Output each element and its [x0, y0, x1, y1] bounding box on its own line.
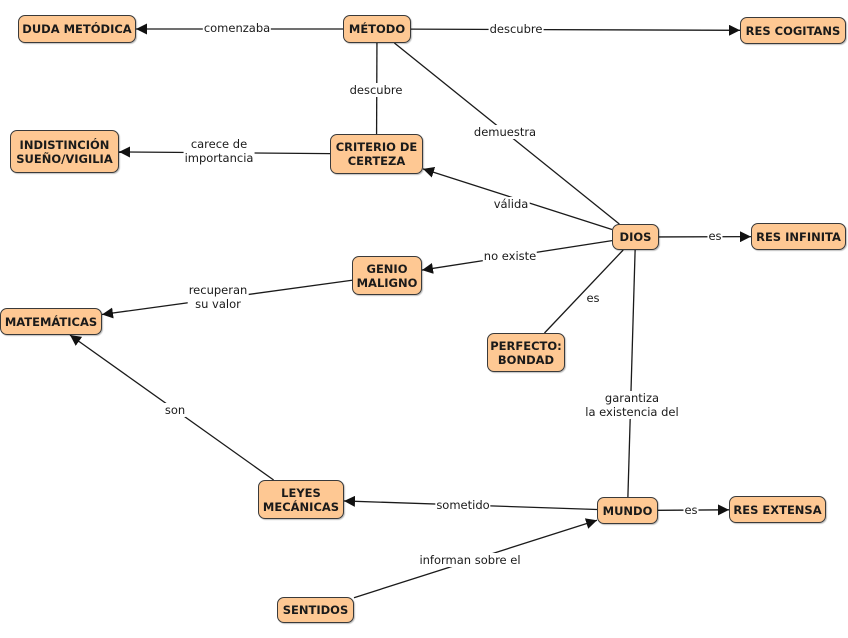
link-label-recuperan-su-valor: recuperan su valor [187, 283, 249, 311]
node-res-cogitans[interactable]: RES COGITANS [740, 17, 846, 44]
node-res-infinita[interactable]: RES INFINITA [751, 223, 846, 250]
link-metodo-cogitans [410, 24, 741, 36]
link-label-comenzaba: comenzaba [202, 21, 272, 35]
node-sentidos[interactable]: SENTIDOS [277, 597, 354, 623]
link-label-informan-sobre-el: informan sobre el [418, 553, 522, 567]
link-label-descubre-criterio: descubre [348, 83, 404, 97]
link-label-carece-de-importancia: carece de importancia [183, 137, 255, 165]
link-label-demuestra: demuestra [472, 125, 538, 139]
node-leyes-mecanicas[interactable]: LEYES MECÁNICAS [258, 480, 344, 519]
node-matematicas[interactable]: MATEMÁTICAS [0, 308, 102, 335]
node-mundo[interactable]: MUNDO [597, 497, 658, 524]
node-metodo[interactable]: MÉTODO [343, 15, 411, 43]
node-perfecto-bondad[interactable]: PERFECTO: BONDAD [487, 333, 565, 372]
node-criterio-de-certeza[interactable]: CRITERIO DE CERTEZA [330, 134, 423, 174]
link-label-sometido: sometido [435, 498, 491, 512]
link-label-son: son [163, 403, 187, 417]
link-label-valida: válida [492, 197, 530, 211]
link-dios-mundo [627, 249, 636, 498]
node-genio-maligno[interactable]: GENIO MALIGNO [352, 256, 422, 295]
link-label-es-extensa: es [683, 503, 699, 517]
node-indistincion-sueno-vigilia[interactable]: INDISTINCIÓN SUEÑO/VIGILIA [10, 130, 119, 173]
link-label-garantiza: garantiza la existencia del [584, 391, 680, 419]
link-label-descubre-cogitans: descubre [488, 22, 544, 36]
node-duda-metodica[interactable]: DUDA METÓDICA [18, 15, 136, 43]
link-dios-perfecto [544, 249, 624, 334]
node-res-extensa[interactable]: RES EXTENSA [729, 496, 826, 523]
link-label-es-infinita: es [707, 229, 723, 243]
link-label-es-perfecto: es [585, 291, 601, 305]
node-dios[interactable]: DIOS [612, 224, 659, 250]
link-label-no-existe: no existe [482, 249, 538, 263]
